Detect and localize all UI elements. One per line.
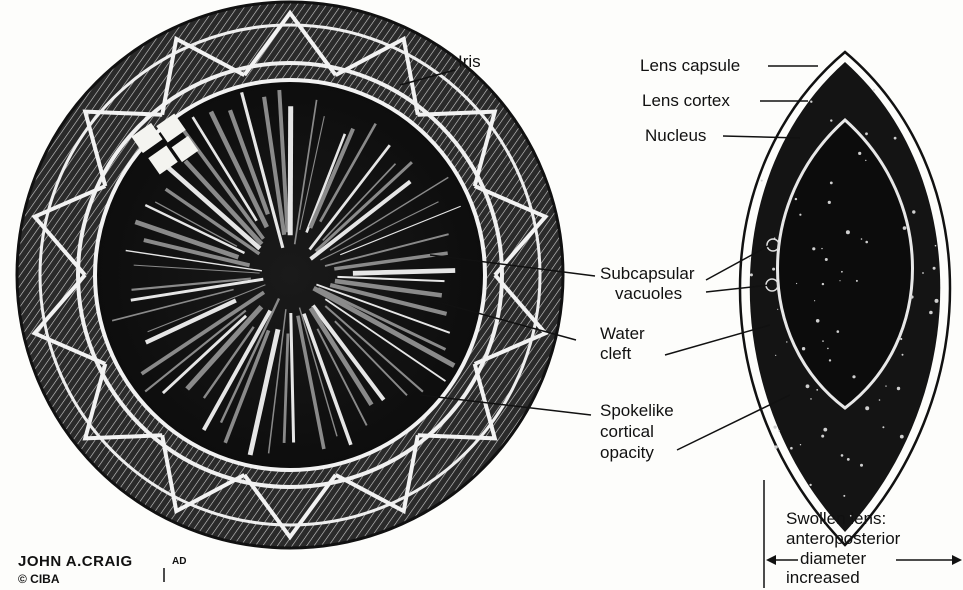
- lens-speckle: [841, 271, 843, 273]
- lens-speckle: [774, 445, 777, 448]
- lens-speckle: [847, 458, 850, 461]
- lens-speckle: [865, 160, 866, 161]
- lens-speckle: [827, 348, 829, 350]
- lens-speckle: [837, 330, 840, 333]
- lens-speckle: [910, 295, 913, 298]
- lens-speckle: [841, 454, 844, 457]
- lens-speckle: [865, 132, 868, 135]
- lens-speckle: [786, 341, 787, 342]
- lens-speckle: [761, 180, 763, 182]
- lens-speckle: [852, 375, 855, 378]
- lens-speckle: [796, 283, 797, 284]
- lens-speckle: [922, 272, 924, 274]
- lens-speckle: [865, 406, 869, 410]
- lens-speckle: [821, 435, 824, 438]
- lens-speckle: [912, 210, 915, 213]
- arrowhead-right: [952, 555, 962, 565]
- lens-speckle: [814, 300, 815, 301]
- lens-speckle: [822, 340, 824, 342]
- label-increased: increased: [786, 568, 860, 588]
- swollen-lens-section: [740, 52, 950, 545]
- label-iris: Iris: [458, 52, 481, 72]
- artist-signature: JOHN A.CRAIG: [18, 553, 133, 570]
- lens-speckle: [935, 245, 937, 247]
- lens-speckle: [749, 258, 750, 259]
- lens-speckle: [843, 495, 845, 497]
- lens-speckle: [810, 101, 812, 103]
- lens-speckle: [809, 484, 811, 486]
- lens-speckle: [858, 152, 861, 155]
- lens-speckle: [816, 389, 818, 391]
- lens-speckle: [830, 119, 832, 121]
- label-swollen-lens: Swollen lens:: [786, 509, 886, 529]
- lens-speckle: [879, 399, 881, 401]
- lens-speckle: [861, 238, 863, 240]
- lens-speckle: [795, 198, 797, 200]
- lens-speckle: [802, 347, 805, 350]
- spoke-opacity: [290, 106, 291, 235]
- label-nucleus: Nucleus: [645, 126, 706, 146]
- label-opacity: opacity: [600, 443, 654, 463]
- lens-speckle: [865, 241, 868, 244]
- lens-speckle: [790, 447, 793, 450]
- front-view-eye: [17, 2, 563, 548]
- lens-speckle: [903, 226, 907, 230]
- lens-speckle: [774, 426, 777, 429]
- lens-speckle: [806, 384, 810, 388]
- lens-speckle: [860, 464, 863, 467]
- lens-speckle: [777, 309, 778, 310]
- label-vacuoles: vacuoles: [615, 284, 682, 304]
- lens-speckle: [882, 426, 884, 428]
- lens-speckle: [935, 299, 939, 303]
- lens-speckle: [823, 428, 827, 432]
- label-subcapsular: Subcapsular: [600, 264, 695, 284]
- lens-speckle: [822, 283, 824, 285]
- lens-speckle: [933, 267, 936, 270]
- artist-signature-suffix: AD: [172, 556, 186, 567]
- lens-speckle: [810, 398, 812, 400]
- lens-speckle: [812, 247, 815, 250]
- arrowhead-left: [766, 555, 776, 565]
- lens-speckle: [856, 280, 858, 282]
- lens-speckle: [772, 268, 775, 271]
- label-diameter: diameter: [800, 549, 866, 569]
- lens-speckle: [885, 385, 886, 386]
- label-lens-capsule: Lens capsule: [640, 56, 740, 76]
- lens-speckle: [839, 280, 840, 281]
- lens-speckle: [846, 230, 850, 234]
- lens-speckle: [821, 248, 822, 249]
- lens-speckle: [775, 355, 776, 356]
- lens-speckle: [829, 359, 831, 361]
- label-cortical: cortical: [600, 422, 654, 442]
- copyright-ciba: © CIBA: [18, 572, 60, 586]
- lens-speckle: [816, 319, 820, 323]
- label-anteroposterior: anteroposterior: [786, 529, 900, 549]
- lens-speckle: [830, 182, 833, 185]
- lens-speckle: [894, 137, 897, 140]
- lens-speckle: [799, 214, 801, 216]
- lens-speckle: [900, 435, 904, 439]
- lens-speckle: [828, 201, 831, 204]
- lens-speckle: [750, 273, 753, 276]
- lens-speckle: [825, 258, 828, 261]
- lens-speckle: [778, 430, 780, 432]
- lens-speckle: [873, 89, 875, 91]
- lens-speckle: [800, 444, 801, 445]
- label-cleft: cleft: [600, 344, 631, 364]
- label-water: Water: [600, 324, 645, 344]
- label-spokelike: Spokelike: [600, 401, 674, 421]
- spoke-opacity: [353, 271, 455, 274]
- lens-speckle: [902, 354, 904, 356]
- lens-speckle: [897, 387, 900, 390]
- label-lens-cortex: Lens cortex: [642, 91, 730, 111]
- lens-speckle: [900, 338, 902, 340]
- lens-speckle: [929, 311, 933, 315]
